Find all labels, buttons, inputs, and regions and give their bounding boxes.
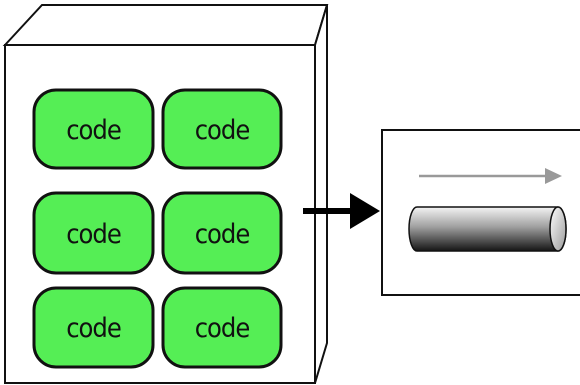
pipe-end-cap (549, 206, 567, 252)
code-block-grid: code code code code code code (32, 88, 283, 369)
code-block: code (161, 191, 283, 275)
code-block-label: code (66, 115, 121, 146)
connector-arrow (303, 193, 380, 229)
container-box-side-face (314, 4, 328, 384)
flow-direction-arrow (419, 168, 562, 184)
arrowhead-icon (350, 193, 380, 229)
code-block-label: code (195, 313, 250, 344)
flow-arrowhead-icon (545, 168, 562, 184)
code-block-label: code (195, 219, 250, 250)
code-block-label: code (66, 313, 121, 344)
code-block: code (32, 88, 155, 170)
code-block-label: code (195, 115, 250, 146)
pipe-icon (408, 206, 567, 252)
code-block: code (161, 286, 283, 369)
container-box-top-face (2, 4, 329, 46)
code-block: code (32, 191, 155, 275)
code-block-label: code (66, 219, 121, 250)
code-block: code (32, 286, 155, 369)
code-block: code (161, 88, 283, 170)
